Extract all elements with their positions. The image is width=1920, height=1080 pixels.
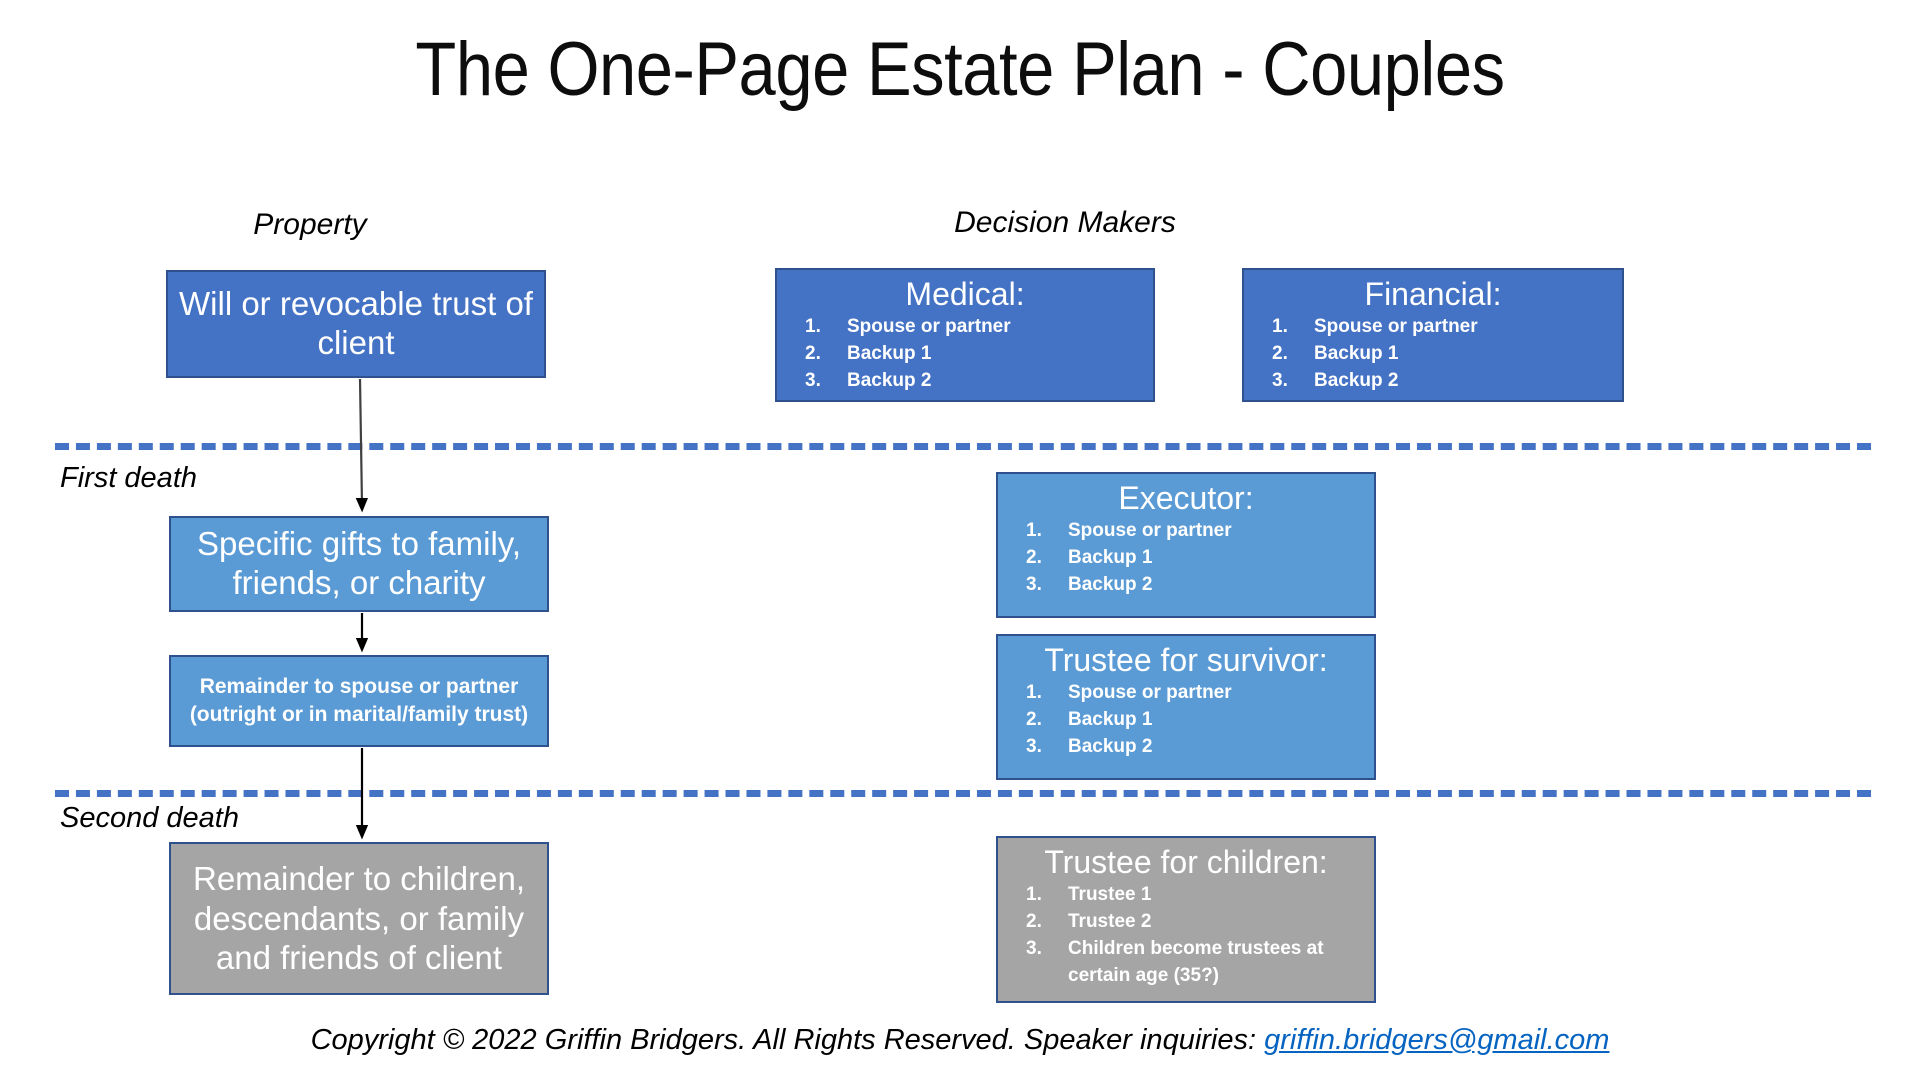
phase-label-first-death: First death [60, 462, 197, 494]
list-item: Backup 1 [1272, 340, 1399, 367]
divider-second-death [55, 790, 1871, 797]
phase-label-second-death: Second death [60, 802, 239, 834]
list-item: Spouse or partner [1026, 679, 1232, 706]
column-header-decision-makers: Decision Makers [954, 206, 1176, 239]
decision-box-title: Medical: [905, 276, 1025, 312]
list-item: Backup 1 [1026, 544, 1153, 571]
decision-box-list: Trustee 1 Trustee 2 Children become trus… [998, 881, 1374, 990]
column-header-property: Property [253, 208, 367, 241]
divider-first-death [55, 443, 1871, 450]
decision-box-title: Trustee for children: [1044, 844, 1328, 880]
flow-box-remainder-to-spouse[interactable]: Remainder to spouse or partner (outright… [169, 655, 549, 747]
flow-box-specific-gifts[interactable]: Specific gifts to family, friends, or ch… [169, 516, 549, 612]
decision-box-list: Spouse or partner Backup 1 Backup 2 [1244, 313, 1622, 395]
list-item: Backup 2 [1272, 367, 1399, 394]
decision-box-title: Trustee for survivor: [1044, 642, 1328, 678]
list-item: Trustee 2 [1026, 908, 1152, 935]
list-item: Backup 2 [1026, 733, 1153, 760]
list-item: Backup 1 [1026, 706, 1153, 733]
list-item: Spouse or partner [1026, 517, 1232, 544]
copyright-footer: Copyright © 2022 Griffin Bridgers. All R… [0, 1024, 1920, 1057]
decision-box-executor[interactable]: Executor: Spouse or partner Backup 1 Bac… [996, 472, 1376, 618]
decision-box-medical[interactable]: Medical: Spouse or partner Backup 1 Back… [775, 268, 1155, 402]
list-item: Backup 2 [1026, 571, 1153, 598]
email-link[interactable]: griffin.bridgers@gmail.com [1264, 1024, 1610, 1056]
decision-box-list: Spouse or partner Backup 1 Backup 2 [998, 517, 1374, 599]
copyright-text: Copyright © 2022 Griffin Bridgers. All R… [310, 1024, 1265, 1056]
list-item: Trustee 1 [1026, 881, 1152, 908]
flow-box-will-or-revocable-trust[interactable]: Will or revocable trust of client [166, 270, 546, 378]
decision-box-title: Executor: [1118, 480, 1254, 516]
page-title: The One-Page Estate Plan - Couples [415, 27, 1505, 112]
decision-box-trustee-for-children[interactable]: Trustee for children: Trustee 1 Trustee … [996, 836, 1376, 1003]
flow-box-remainder-to-children[interactable]: Remainder to children, descendants, or f… [169, 842, 549, 995]
decision-box-list: Spouse or partner Backup 1 Backup 2 [777, 313, 1153, 395]
list-item: Backup 2 [805, 367, 932, 394]
decision-box-trustee-for-survivor[interactable]: Trustee for survivor: Spouse or partner … [996, 634, 1376, 780]
decision-box-list: Spouse or partner Backup 1 Backup 2 [998, 679, 1374, 761]
list-item: Spouse or partner [1272, 313, 1478, 340]
list-item: Backup 1 [805, 340, 932, 367]
list-item: Children become trustees at certain age … [1026, 935, 1324, 987]
decision-box-title: Financial: [1364, 276, 1502, 312]
decision-box-financial[interactable]: Financial: Spouse or partner Backup 1 Ba… [1242, 268, 1624, 402]
list-item: Spouse or partner [805, 313, 1011, 340]
